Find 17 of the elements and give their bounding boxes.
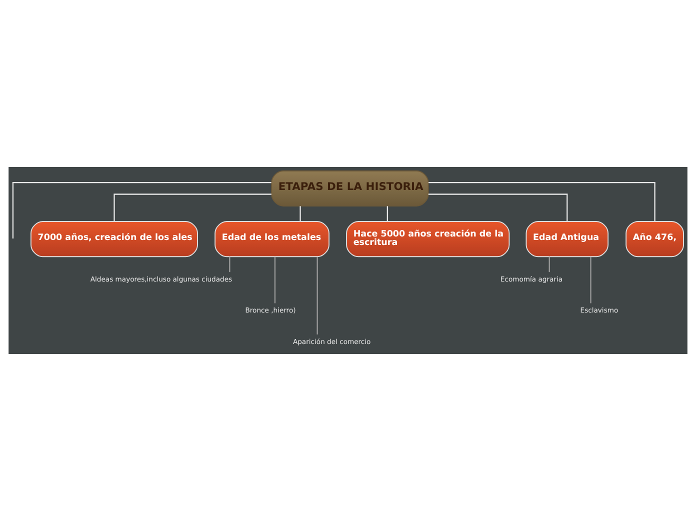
connector [316, 256, 318, 334]
connector [428, 193, 568, 221]
connector [274, 256, 276, 303]
node-box: Año 476, [626, 220, 684, 257]
connector [300, 206, 301, 221]
node-box: Edad Antigua [526, 220, 609, 257]
node-box: ETAPAS DE LA HISTORIA [271, 170, 429, 206]
node-box: 7000 años, creación de los ales [30, 220, 198, 257]
connector [114, 193, 272, 221]
node-box: Edad de los metales [214, 220, 330, 257]
connector [12, 182, 272, 238]
node-box: Hace 5000 años creación de la escritura [346, 220, 510, 257]
connector [590, 256, 592, 303]
connector [548, 256, 550, 272]
connector [428, 182, 656, 221]
connector [386, 206, 388, 221]
connector [229, 256, 230, 272]
